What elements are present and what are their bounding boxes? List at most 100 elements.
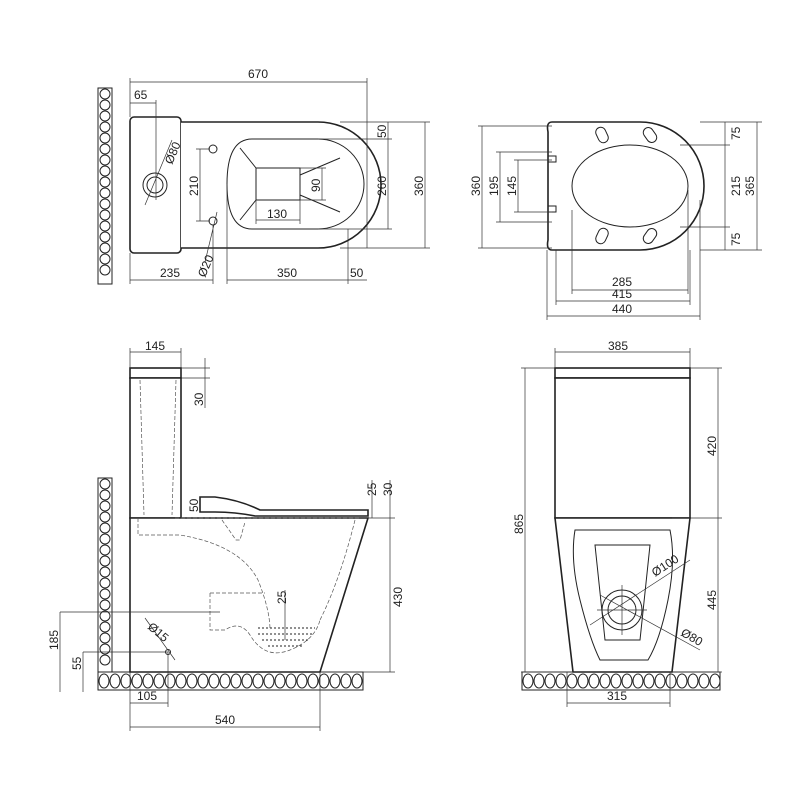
dim-260: 260 — [375, 176, 389, 196]
dim-540: 540 — [215, 713, 235, 727]
front-view: 385 420 865 445 Ø100 Ø80 315 — [512, 339, 722, 707]
pebble — [296, 673, 308, 689]
pebble — [533, 673, 545, 689]
dim-235: 235 — [160, 266, 180, 280]
pebble — [676, 673, 688, 689]
pebble — [99, 99, 111, 111]
water-level — [258, 627, 315, 647]
bowl-front — [554, 517, 691, 673]
tank-lid-front — [554, 367, 691, 379]
pebble — [99, 132, 111, 144]
dim-30-lid: 30 — [192, 392, 206, 406]
seat-top-view: 75 215 75 365 360 195 145 285 415 440 — [469, 121, 762, 320]
pebble — [175, 673, 187, 689]
dim-75-bottom: 75 — [729, 232, 743, 246]
pebble — [99, 489, 111, 501]
pebble — [307, 673, 319, 689]
pebble — [274, 673, 286, 689]
pebble — [99, 110, 111, 122]
pebble — [99, 209, 111, 221]
dim-145: 145 — [145, 339, 165, 353]
dim-360-seat: 360 — [469, 176, 483, 196]
dim-360: 360 — [412, 176, 426, 196]
pebble — [252, 673, 264, 689]
pebble — [99, 632, 111, 644]
dim-75-top: 75 — [729, 126, 743, 140]
dim-145: 145 — [505, 176, 519, 196]
pebble — [99, 500, 111, 512]
pebble — [164, 673, 176, 689]
seat-opening — [571, 144, 689, 228]
pebble — [99, 588, 111, 600]
seat-bumpers — [595, 126, 658, 245]
pebble — [99, 198, 111, 210]
pebble — [544, 673, 556, 689]
pebble — [709, 673, 721, 689]
dim-430: 430 — [391, 587, 405, 607]
pebble — [610, 673, 622, 689]
dim-90: 90 — [309, 178, 323, 192]
dim-bolt-dia: Ø20 — [195, 253, 217, 280]
pebble — [99, 555, 111, 567]
pebble — [318, 673, 330, 689]
pebble — [99, 610, 111, 622]
dim-105: 105 — [137, 689, 157, 703]
pebble — [566, 673, 578, 689]
dim-415: 415 — [612, 287, 632, 301]
pebble — [153, 673, 165, 689]
pebble — [208, 673, 220, 689]
pebble — [99, 621, 111, 633]
pebble — [99, 121, 111, 133]
pebble — [99, 654, 111, 666]
bowl-side — [129, 517, 370, 673]
tank-front — [554, 377, 691, 519]
pebble — [340, 673, 352, 689]
dim-30-seat: 30 — [381, 482, 395, 496]
pebble — [131, 673, 143, 689]
seat-side — [199, 496, 369, 517]
dim-55: 55 — [70, 656, 84, 670]
flush-button-inner — [146, 176, 164, 194]
dim-440: 440 — [612, 302, 632, 316]
pebble — [99, 88, 111, 100]
dim-25-seat: 25 — [365, 482, 379, 496]
dim-215: 215 — [729, 176, 743, 196]
side-view: 145 30 50 25 30 430 25 185 55 Ø15 105 54… — [47, 339, 405, 731]
dim-865: 865 — [512, 514, 526, 534]
pebble — [99, 176, 111, 188]
pebble — [197, 673, 209, 689]
dim-365: 365 — [743, 176, 757, 196]
pebble — [99, 544, 111, 556]
bowl-outline — [181, 121, 382, 249]
pebble — [99, 143, 111, 155]
pebble — [588, 673, 600, 689]
seat-outline — [546, 121, 705, 251]
hatch-strip — [97, 87, 113, 285]
pebble — [99, 264, 111, 276]
pebble — [109, 673, 121, 689]
tank-side — [129, 377, 182, 519]
pebble — [643, 673, 655, 689]
pebble — [99, 577, 111, 589]
dim-50-top: 50 — [375, 124, 389, 138]
pebble — [186, 673, 198, 689]
pebble — [99, 599, 111, 611]
pebble — [99, 231, 111, 243]
dim-65: 65 — [134, 88, 148, 102]
pebble — [698, 673, 710, 689]
pebble — [577, 673, 589, 689]
dim-25-water: 25 — [275, 590, 289, 604]
pebble — [555, 673, 567, 689]
pebble — [99, 165, 111, 177]
pebble — [285, 673, 297, 689]
dim-445: 445 — [705, 590, 719, 610]
bowl-opening — [226, 138, 365, 230]
wall-floor-hatching — [97, 87, 721, 691]
dim-350: 350 — [277, 266, 297, 280]
pebble — [99, 253, 111, 265]
pebble — [99, 566, 111, 578]
dim-130: 130 — [267, 207, 287, 221]
dim-50-hinge: 50 — [187, 498, 201, 512]
pebble — [98, 673, 110, 689]
tank-lid — [129, 367, 182, 379]
